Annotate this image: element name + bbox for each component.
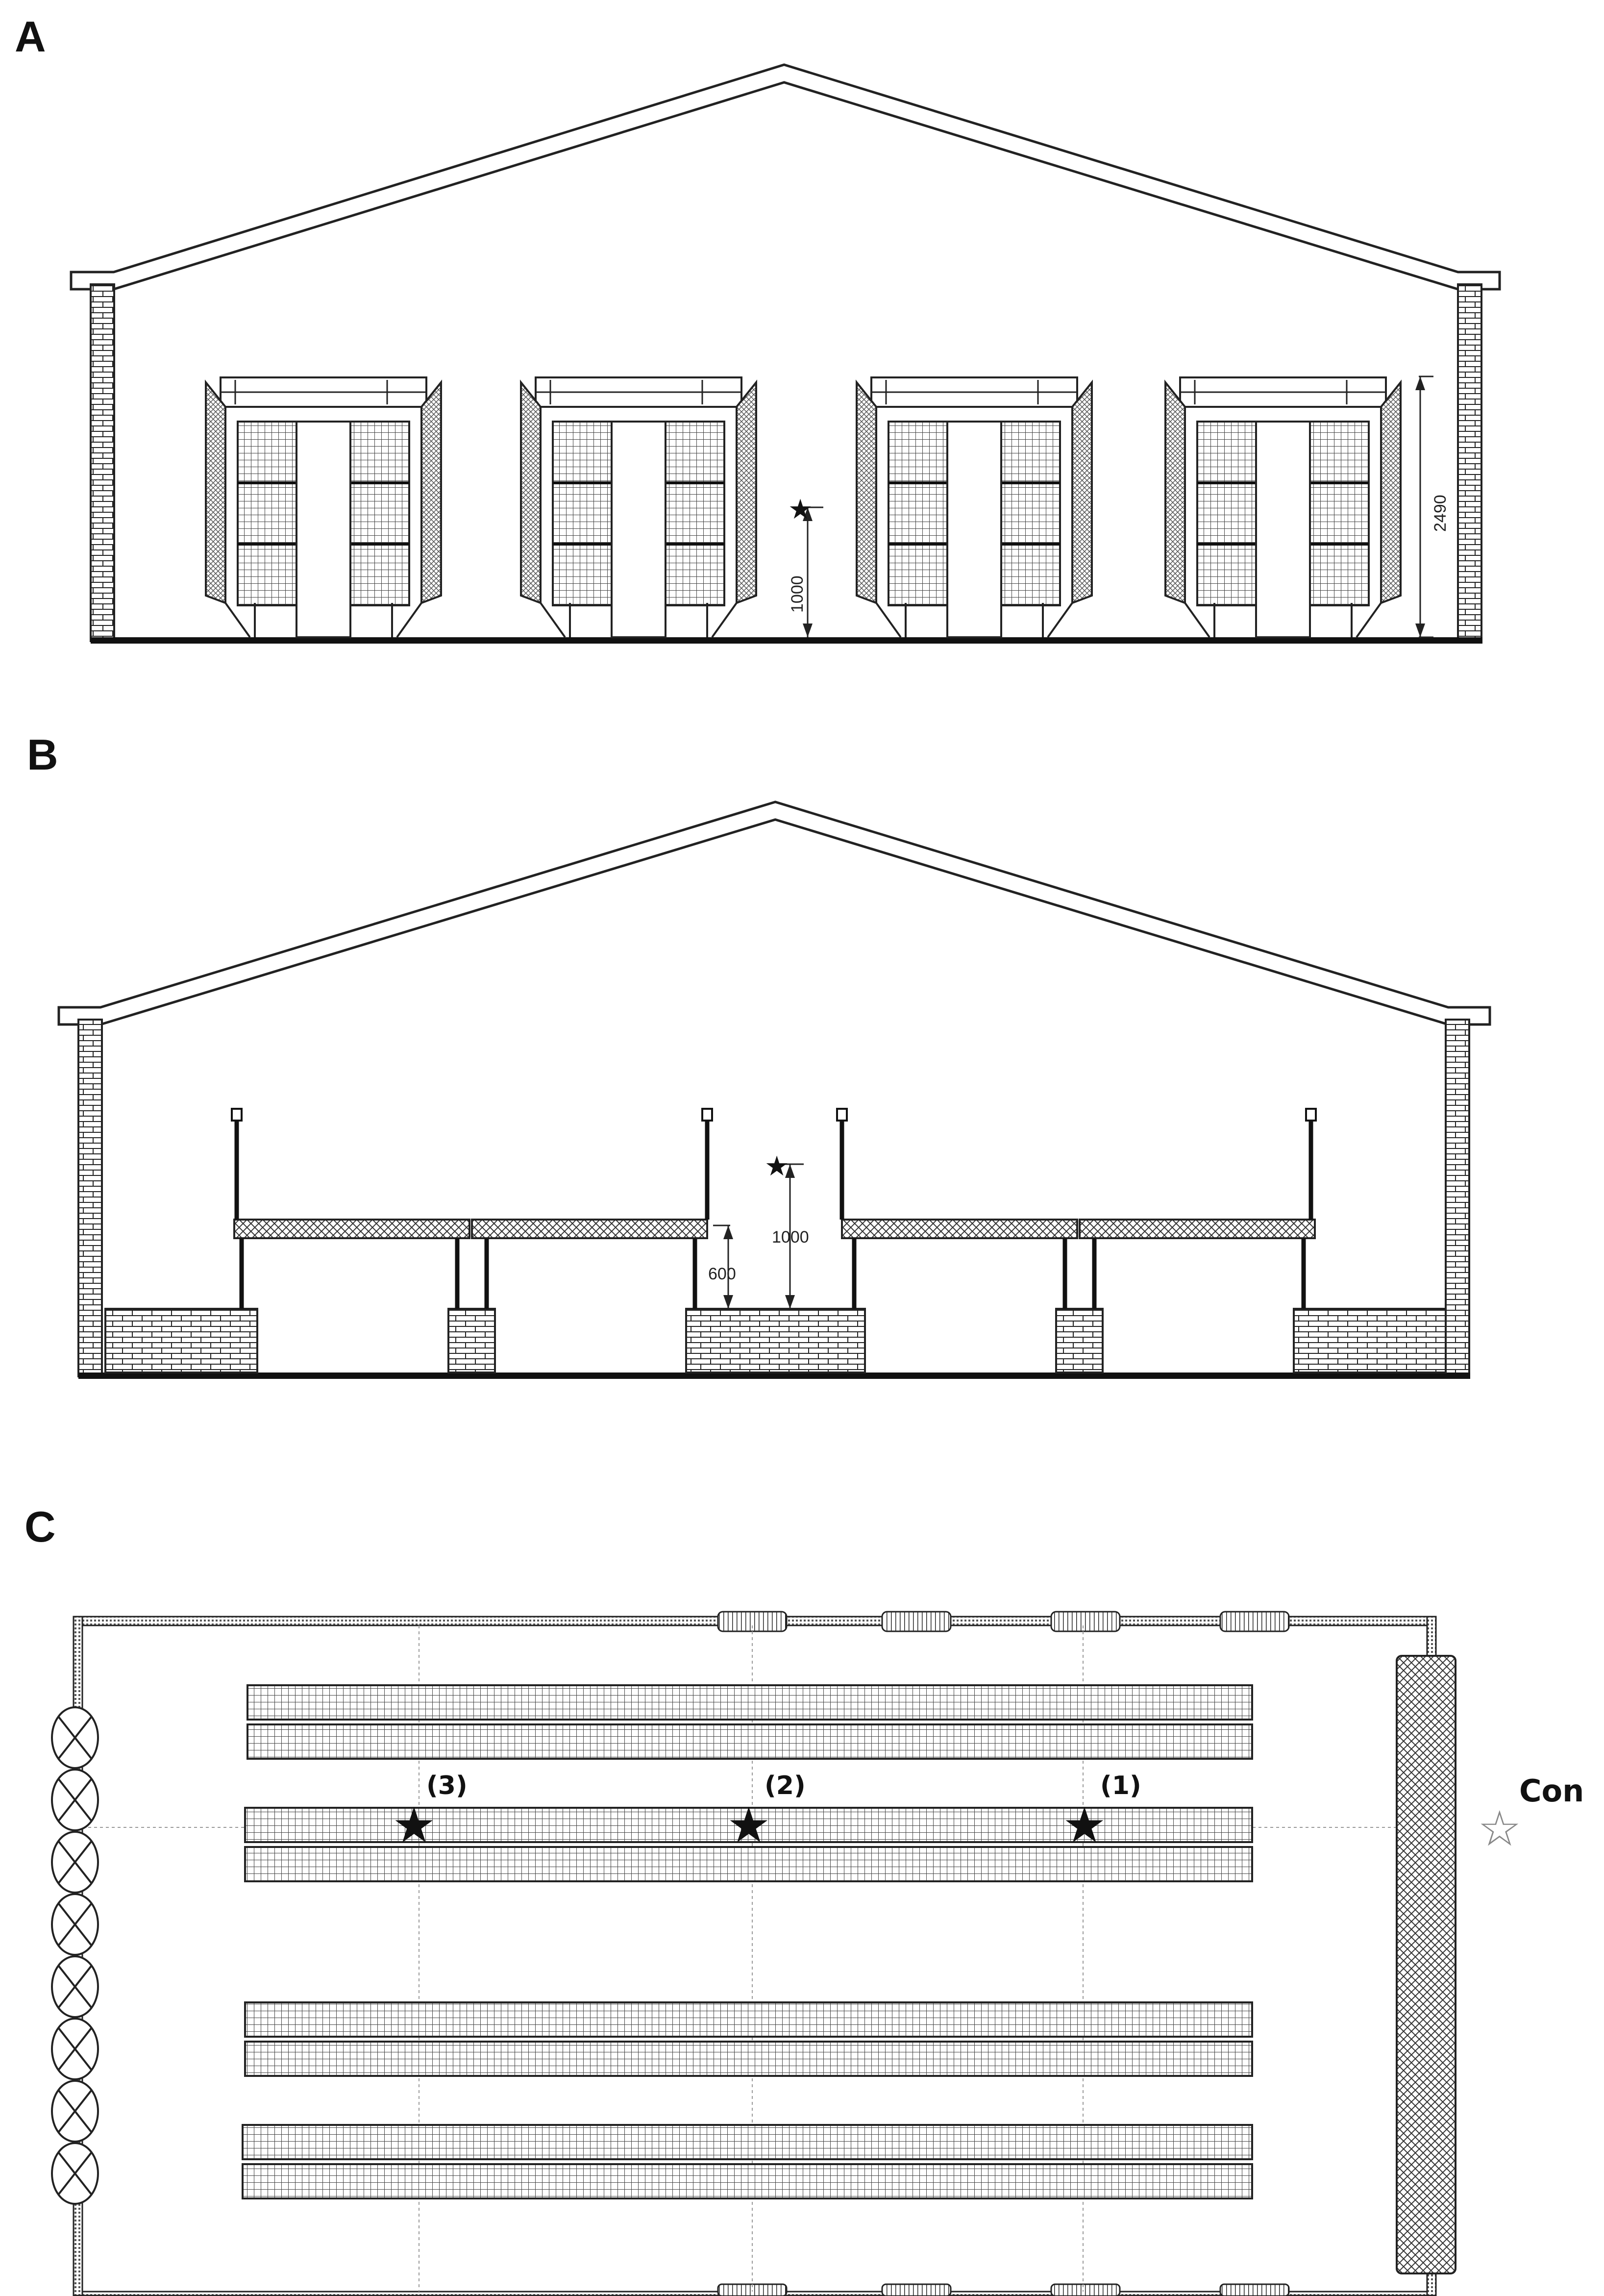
panel-c-fans (51, 1706, 99, 2205)
panel-b-right-wall (1445, 1019, 1470, 1377)
panel-c-point-1-label: (1) (1100, 1771, 1141, 1800)
panel-b-support-posts (234, 1113, 1313, 1309)
panel-a-cage-4 (1164, 376, 1402, 638)
fan-icon (51, 2018, 99, 2080)
panel-b-letter: B (27, 730, 58, 779)
panel-a-letter: A (15, 12, 46, 61)
panel-b-dim-600-label: 600 (708, 1265, 736, 1283)
panel-b-dimension-600: 600 (708, 1224, 736, 1309)
panel-a-dimension-2490: 2490 (1415, 375, 1450, 638)
panel-c-cooling-pad (1396, 1655, 1456, 2274)
panel-b-dim-1000-label: 1000 (772, 1228, 809, 1247)
panel-a-measure-star-icon: ★ (788, 494, 813, 525)
panel-a-cage-3 (856, 376, 1093, 638)
fan-icon (51, 1769, 99, 1831)
panel-a-roof (70, 63, 1501, 291)
panel-a: A (15, 12, 1501, 644)
panel-b-brick-bases (104, 1308, 1447, 1373)
panel-a-cage-2 (520, 376, 757, 638)
panel-c-control-star-icon: ☆ (1478, 1800, 1522, 1857)
fan-icon (51, 2142, 99, 2205)
panel-a-floor (91, 637, 1482, 644)
panel-c-point-3-label: (3) (426, 1771, 468, 1800)
fan-icon (51, 1831, 99, 1894)
panel-c-point-2-label: (2) (765, 1771, 806, 1800)
fan-icon (51, 2080, 99, 2143)
panel-c-point-2-star-icon: ★ (727, 1797, 771, 1854)
fan-icon (51, 1955, 99, 2018)
panel-c-letter: C (25, 1502, 56, 1551)
panel-b-floor (78, 1373, 1470, 1379)
fan-icon (51, 1893, 99, 1956)
panel-a-dim-1000-label: 1000 (788, 575, 807, 613)
panel-c-cage-rows (242, 1684, 1253, 2199)
panel-c: C (25, 1502, 1584, 2296)
panel-c-control-label: Con (1519, 1773, 1584, 1809)
panel-a-dimension-1000: 1000 (788, 506, 823, 637)
panel-a-cage-1 (205, 376, 442, 638)
panel-b-slatted-floors (233, 1219, 1316, 1239)
panel-c-inlets (717, 1611, 1290, 2296)
panel-b-left-wall (77, 1019, 103, 1377)
fan-icon (51, 1706, 99, 1769)
panel-b-post-caps (231, 1108, 1317, 1122)
panel-a-dim-2490-label: 2490 (1431, 495, 1450, 532)
panel-b-measure-star-icon: ★ (765, 1150, 789, 1182)
panel-c-point-3-star-icon: ★ (392, 1797, 436, 1854)
panel-b: B (27, 730, 1491, 1379)
panel-b-dimension-1000: 1000 (772, 1163, 809, 1309)
panel-a-right-wall (1457, 283, 1482, 642)
panel-a-left-wall (90, 283, 115, 642)
panel-c-point-1-star-icon: ★ (1062, 1797, 1107, 1854)
panel-b-roof (57, 800, 1491, 1026)
